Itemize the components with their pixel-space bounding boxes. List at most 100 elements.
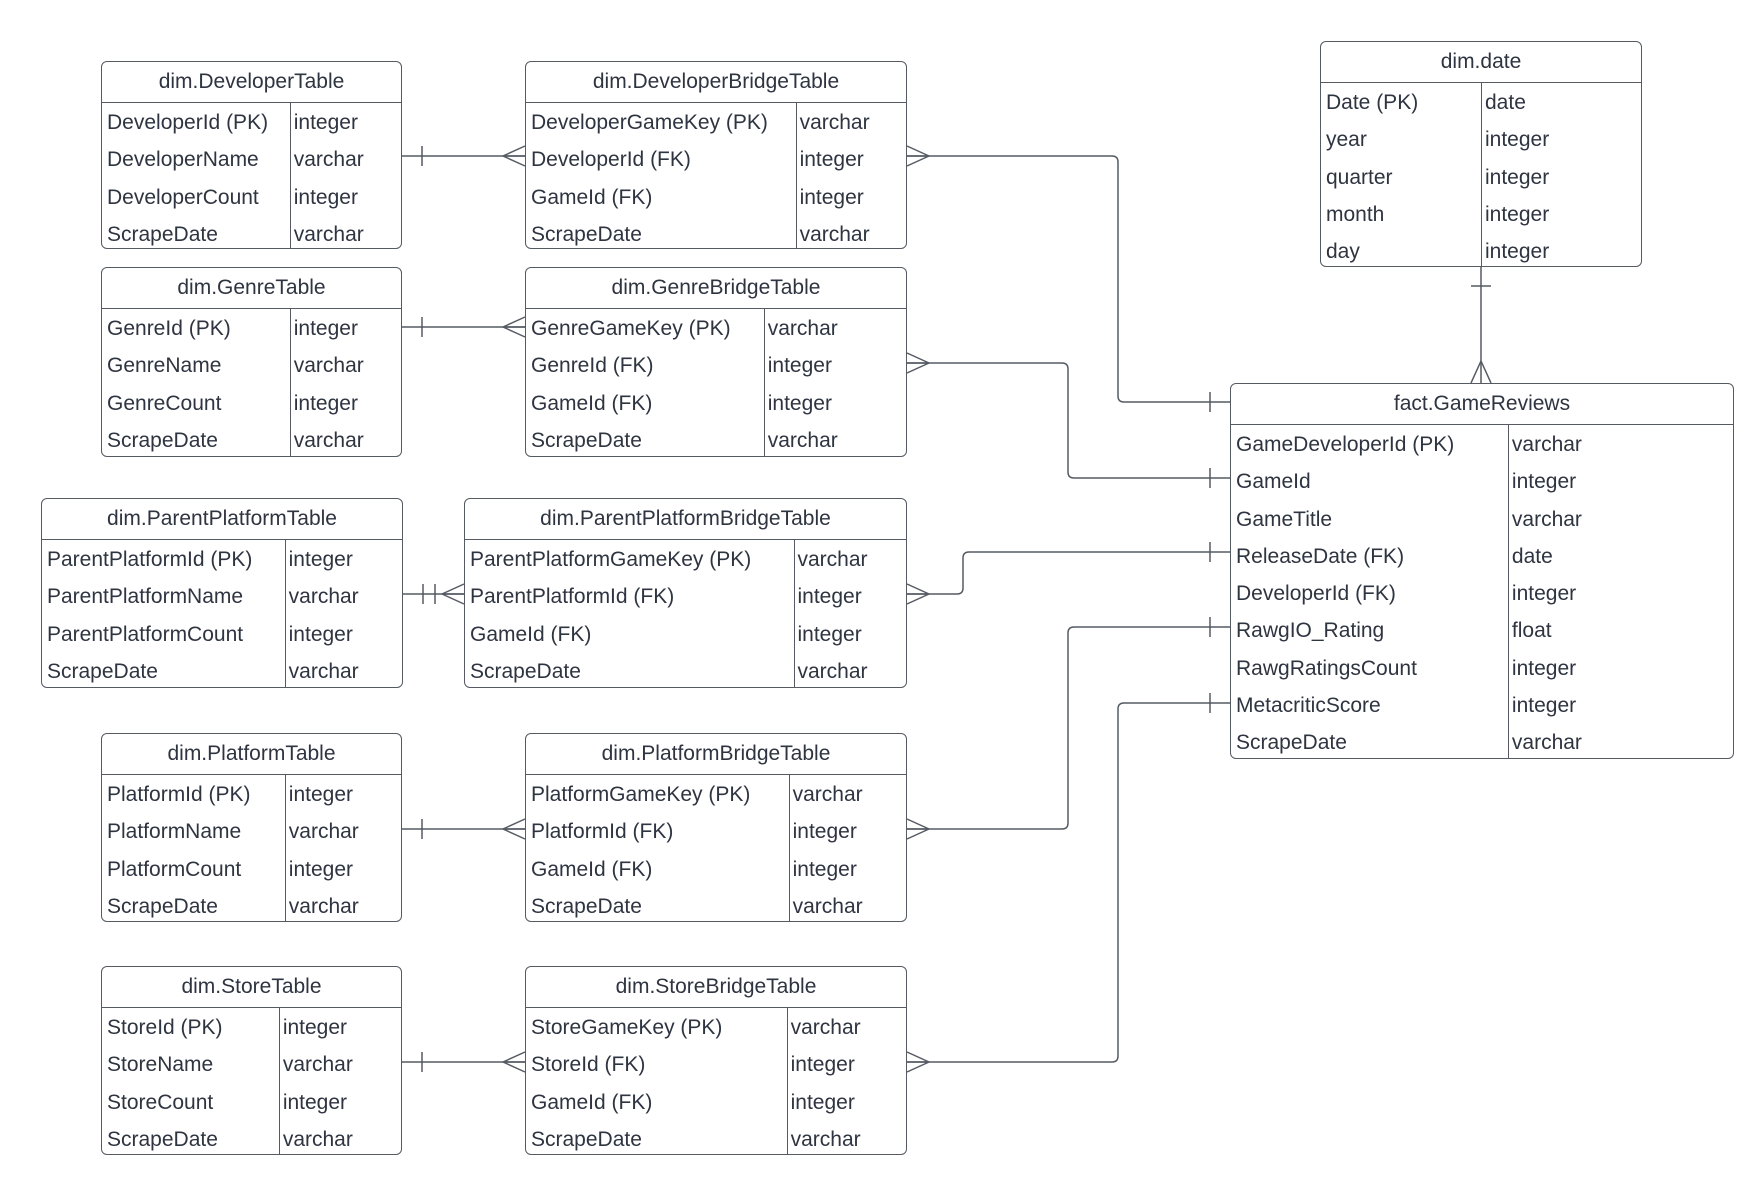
field-row[interactable]: ReleaseDate (FK)date [1231, 538, 1733, 575]
field-row[interactable]: GameId (FK)integer [526, 385, 906, 422]
field-type: varchar [288, 659, 359, 683]
field-type: integer [767, 391, 832, 415]
field-row[interactable]: StoreId (PK)integer [102, 1009, 401, 1046]
field-row[interactable]: PlatformId (FK)integer [526, 813, 906, 850]
field-name: PlatformId (FK) [531, 820, 674, 844]
field-row[interactable]: Date (PK)date [1321, 84, 1641, 121]
entity-title: dim.date [1321, 42, 1641, 83]
field-name: year [1326, 128, 1367, 152]
field-row[interactable]: PlatformId (PK)integer [102, 776, 401, 813]
entity-title: dim.ParentPlatformBridgeTable [465, 499, 906, 540]
field-row[interactable]: StoreGameKey (PK)varchar [526, 1009, 906, 1046]
field-row[interactable]: ParentPlatformGameKey (PK)varchar [465, 541, 906, 578]
field-name: DeveloperCount [107, 185, 259, 209]
column-divider [290, 103, 291, 248]
field-row[interactable]: GenreGameKey (PK)varchar [526, 310, 906, 347]
field-row[interactable]: GameId (FK)integer [526, 179, 906, 216]
field-type: integer [293, 185, 358, 209]
field-name: month [1326, 202, 1385, 226]
field-row[interactable]: ScrapeDate varchar [465, 653, 906, 687]
field-name: GameId (FK) [531, 1090, 653, 1114]
field-row[interactable]: StoreId (FK)integer [526, 1046, 906, 1083]
field-row[interactable]: ParentPlatformId (FK)integer [465, 578, 906, 615]
field-row[interactable]: GameId (FK)integer [526, 851, 906, 888]
field-name: ScrapeDate [470, 659, 581, 683]
field-row[interactable]: GenreId (PK)integer [102, 310, 401, 347]
field-row[interactable]: DeveloperId (PK)integer [102, 104, 401, 141]
field-row[interactable]: ParentPlatformId (PK)integer [42, 541, 402, 578]
field-type: integer [799, 148, 864, 172]
many-marker [906, 145, 930, 167]
field-row[interactable]: GameId (FK) integer [526, 1084, 906, 1121]
field-type: varchar [797, 659, 868, 683]
entity-title: fact.GameReviews [1231, 384, 1733, 425]
field-type: varchar [288, 585, 359, 609]
field-row[interactable]: GameId (FK)integer [465, 616, 906, 653]
field-type: varchar [288, 820, 359, 844]
field-type: integer [293, 317, 358, 340]
field-type: integer [767, 354, 832, 378]
field-name: ParentPlatformId (PK) [47, 548, 253, 571]
field-type: varchar [282, 1127, 353, 1151]
field-row[interactable]: DeveloperCount integer [102, 179, 401, 216]
field-name: PlatformGameKey (PK) [531, 783, 751, 806]
column-divider [787, 1008, 788, 1154]
many-marker [1470, 360, 1492, 384]
field-row[interactable]: DeveloperGameKey (PK)varchar [526, 104, 906, 141]
field-type: integer [790, 1090, 855, 1114]
field-type: float [1511, 619, 1552, 643]
field-name: ParentPlatformId (FK) [470, 585, 675, 609]
field-type: integer [1511, 582, 1577, 606]
field-name: GameId (FK) [531, 857, 653, 881]
relationship-line [907, 551, 1230, 595]
field-row[interactable]: PlatformGameKey (PK)varchar [526, 776, 906, 813]
field-type: integer [288, 857, 353, 881]
field-type: integer [293, 111, 358, 134]
field-row[interactable]: GenreId (FK)integer [526, 347, 906, 384]
field-row[interactable]: DeveloperId (FK)integer [1231, 575, 1733, 612]
field-row[interactable]: DeveloperId (FK)integer [526, 141, 906, 178]
field-row[interactable]: GameDeveloperId (PK)varchar [1231, 426, 1733, 463]
